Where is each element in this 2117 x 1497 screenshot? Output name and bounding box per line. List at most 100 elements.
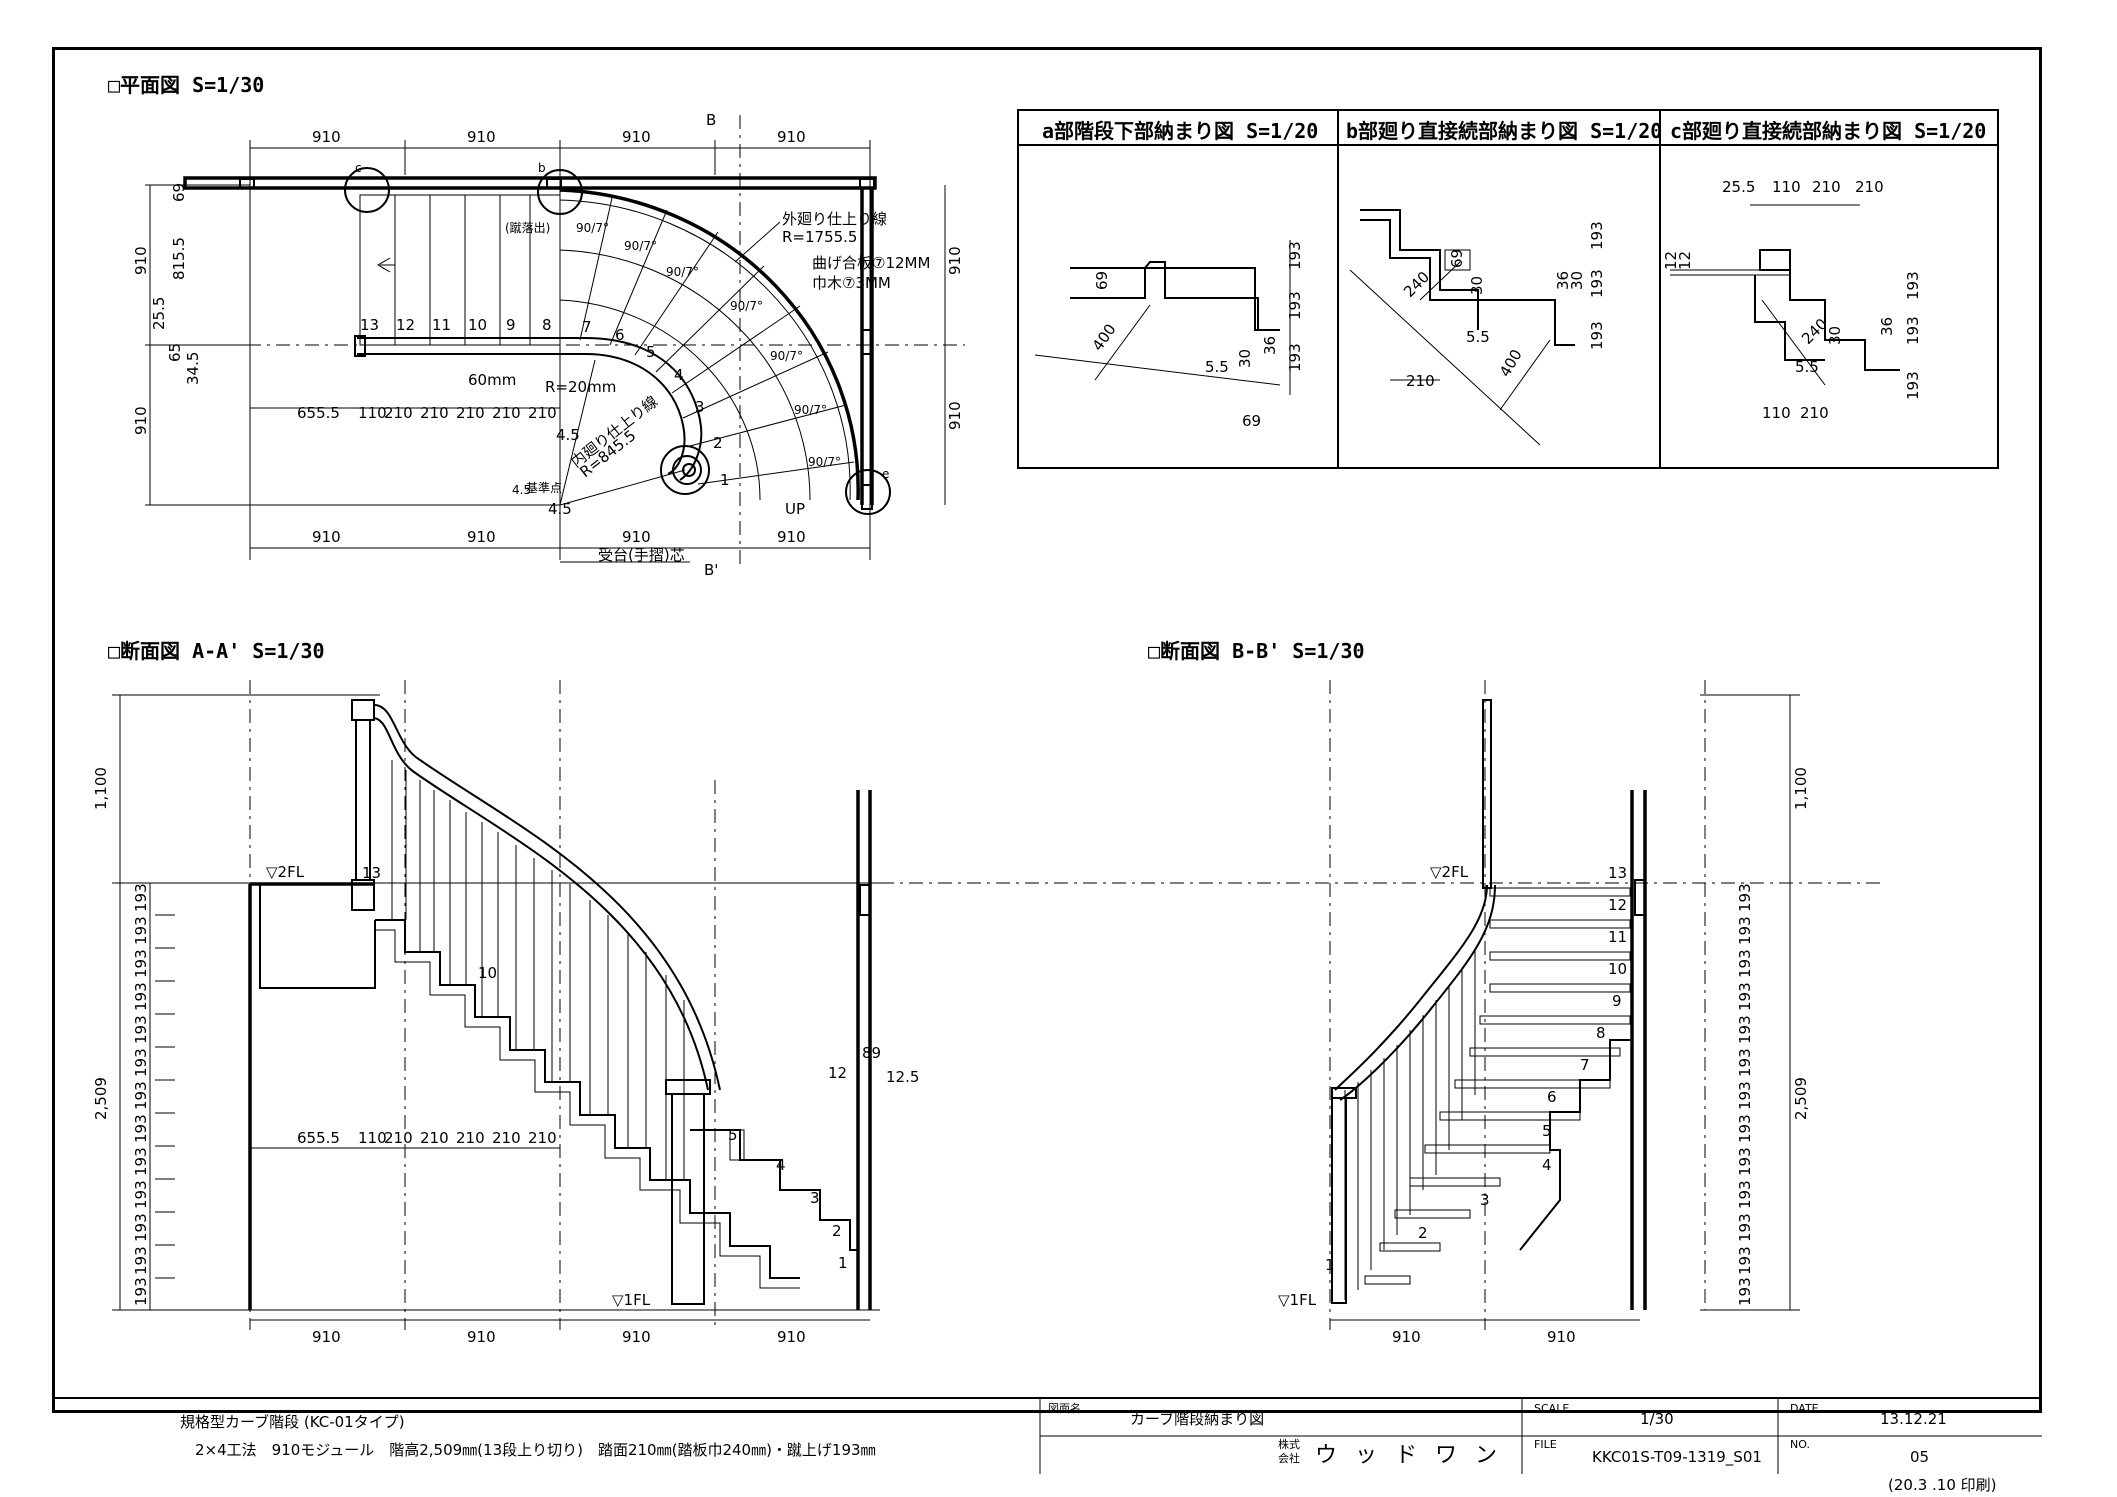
section-b-step-10: 10 <box>1608 960 1627 978</box>
section-a-riser-13: 193 <box>132 1277 150 1306</box>
plan-angle-3: 90/7° <box>666 265 699 279</box>
detail-a-dim-30: 30 <box>1236 349 1254 368</box>
plan-step-6: 6 <box>615 326 625 344</box>
section-a-wall-125: 12.5 <box>886 1068 919 1086</box>
plan-note-outer-r: R=1755.5 <box>782 228 857 246</box>
section-b-riser-7: 193 <box>1736 1081 1754 1110</box>
section-a-step-4: 4 <box>776 1156 786 1174</box>
scale-label: SCALE <box>1534 1402 1569 1415</box>
detail-c-dim-193c: 193 <box>1904 371 1922 400</box>
plan-step-11: 11 <box>432 316 451 334</box>
detail-b-dim-30b: 30 <box>1568 271 1586 290</box>
detail-a-dim-193c: 193 <box>1286 343 1304 372</box>
plan-mid-dim-210e: 210 <box>528 404 557 422</box>
plan-step-4: 4 <box>674 366 684 384</box>
detail-a-dim-69: 69 <box>1093 271 1111 290</box>
detail-c-dim-210a: 210 <box>1812 178 1841 196</box>
section-a-riser-dims <box>155 914 175 1279</box>
detail-c-dim-110: 110 <box>1772 178 1801 196</box>
plan-step-9: 9 <box>506 316 516 334</box>
section-a-mid-6555: 655.5 <box>297 1129 340 1147</box>
section-a-step-2: 2 <box>832 1222 842 1240</box>
section-a-fl1: ▽1FL <box>612 1291 651 1309</box>
detail-a-dim-400: 400 <box>1089 321 1120 355</box>
company-label-1: 株式 <box>1278 1437 1300 1451</box>
date-value: 13.12.21 <box>1880 1410 1947 1428</box>
plan-note-outer-line: 外廻り仕上り線 <box>782 210 887 228</box>
section-b-riser-1: 193 <box>1736 883 1754 912</box>
scale-value: 1/30 <box>1640 1410 1674 1428</box>
section-b-riser-11: 193 <box>1736 1213 1754 1242</box>
plan-dim-bottom-4: 910 <box>777 528 806 546</box>
section-b-step-7: 7 <box>1580 1056 1590 1074</box>
plan-note-r20: R=20mm <box>545 378 616 396</box>
section-a-riser-5: 193 <box>132 1015 150 1044</box>
plan-step-8: 8 <box>542 316 552 334</box>
section-b-step-13: 13 <box>1608 864 1627 882</box>
detail-c-dim-12a: 12 <box>1662 251 1680 270</box>
section-a-step-3: 3 <box>810 1189 820 1207</box>
section-a-riser-7: 193 <box>132 1081 150 1110</box>
section-a-riser-1: 193 <box>132 883 150 912</box>
section-b-riser-2: 193 <box>1736 916 1754 945</box>
plan-note-up: UP <box>785 500 805 518</box>
section-a-h-top: 1,100 <box>92 767 110 810</box>
detail-table: a部階段下部納まり図 S=1/20 b部廻り直接続部納まり図 S=1/20 c部… <box>1017 109 1999 469</box>
detail-b-drawing: 69 240 30 5.5 400 210 193 30 36 193 193 <box>1349 209 1606 446</box>
detail-c-dim-193b: 193 <box>1904 316 1922 345</box>
detail-b-dim-193a: 193 <box>1588 221 1606 250</box>
section-a-title: □断面図 A-A' S=1/30 <box>108 639 325 663</box>
section-a-dim-bottom-4: 910 <box>777 1328 806 1346</box>
section-b-riser-6: 193 <box>1736 1048 1754 1077</box>
detail-b-dim-55: 5.5 <box>1466 328 1490 346</box>
detail-b-dim-30: 30 <box>1468 276 1486 295</box>
section-b-h-total: 2,509 <box>1792 1077 1810 1120</box>
section-b-step-9: 9 <box>1612 992 1622 1010</box>
plan-dim-left-65: 65 <box>166 343 184 362</box>
plan-marker-c: c <box>355 161 362 175</box>
detail-c-dim-110b: 110 <box>1762 404 1791 422</box>
plan-note-45c: 4.5 <box>548 500 572 518</box>
section-a-step-5: 5 <box>728 1126 738 1144</box>
section-a-riser-12: 193 <box>132 1246 150 1275</box>
section-a-mid-210c: 210 <box>456 1129 485 1147</box>
plan-mid-dim-210c: 210 <box>456 404 485 422</box>
detail-a-dim-36: 36 <box>1261 336 1279 355</box>
section-a-riser-4: 193 <box>132 982 150 1011</box>
section-a-wall-12: 12 <box>828 1064 847 1082</box>
plan-dim-left-255: 25.5 <box>150 297 168 330</box>
plan-step-10: 10 <box>468 316 487 334</box>
plan-marker-b: b <box>538 161 546 175</box>
section-a: □断面図 A-A' S=1/30 1,100 2,509 ▽2FL ▽1FL <box>92 639 919 1346</box>
section-b-step-6: 6 <box>1547 1088 1557 1106</box>
section-a-riser-6: 193 <box>132 1048 150 1077</box>
section-b: □断面図 B-B' S=1/30 1,100 2,509 ▽2FL ▽1FL 9… <box>1148 639 1810 1346</box>
section-a-riser-8: 193 <box>132 1114 150 1143</box>
detail-a-dim-193a: 193 <box>1286 241 1304 270</box>
section-a-riser-11: 193 <box>132 1213 150 1242</box>
section-b-dim-bottom-2: 910 <box>1547 1328 1576 1346</box>
section-b-riser-12: 193 <box>1736 1246 1754 1275</box>
plan-angle-5: 90/7° <box>770 349 803 363</box>
plan-note-baseboard: 巾木⑦3MM <box>812 274 891 292</box>
plan-mid-dim-210a: 210 <box>384 404 413 422</box>
detail-c-drawing: 25.5 110 210 210 12 12 240 30 5.5 193 36… <box>1662 178 1922 422</box>
detail-a-dim-55: 5.5 <box>1205 358 1229 376</box>
section-a-dim-bottom-2: 910 <box>467 1328 496 1346</box>
plan-angle-4: 90/7° <box>730 299 763 313</box>
detail-c-title: c部廻り直接続部納まり図 S=1/20 <box>1670 119 1986 143</box>
detail-b-dim-36: 36 <box>1554 271 1572 290</box>
detail-c-dim-30: 30 <box>1826 326 1844 345</box>
section-b-riser-4: 193 <box>1736 982 1754 1011</box>
plan-mid-dim-110: 110 <box>358 404 387 422</box>
file-label: FILE <box>1534 1438 1557 1451</box>
section-a-riser-3: 193 <box>132 949 150 978</box>
section-b-riser-9: 193 <box>1736 1147 1754 1176</box>
section-a-mid-210b: 210 <box>420 1129 449 1147</box>
section-b-step-1: 1 <box>1325 1256 1335 1274</box>
section-b-step-11: 11 <box>1608 928 1627 946</box>
detail-b-dim-240: 240 <box>1400 268 1433 301</box>
title-line-1: 規格型カーブ階段 (KC-01タイプ) <box>180 1413 405 1431</box>
plan-section-b: B <box>706 111 716 129</box>
